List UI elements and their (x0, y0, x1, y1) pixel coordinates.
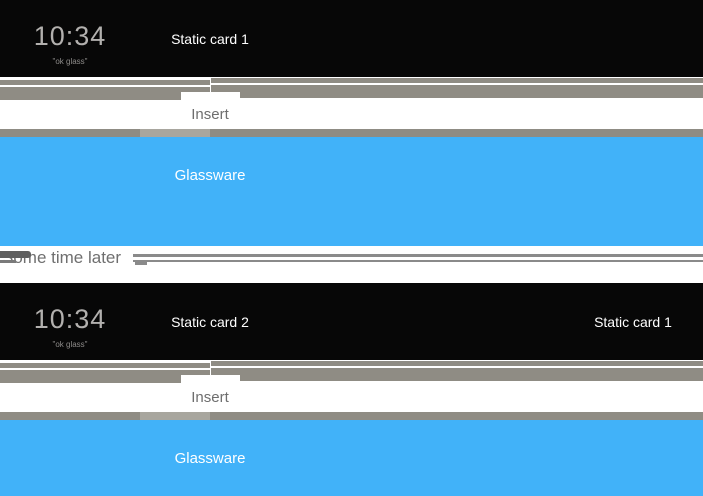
scene-after: 10:34 "ok glass" Static card 2 Static ca… (0, 283, 703, 496)
insert-strip: Insert (0, 100, 703, 129)
insert-label: Insert (191, 389, 229, 406)
insert-notch (181, 92, 240, 100)
divider-stub-line-2 (0, 260, 16, 263)
insert-label: Insert (191, 106, 229, 123)
timeline-bar-bottom-right (210, 412, 703, 420)
timeline-bar-bottom-left (0, 129, 140, 137)
divider-rule-dash (135, 262, 147, 265)
insert-notch (181, 375, 240, 383)
glassware-card: Glassware (0, 137, 703, 246)
timeline-strip: 10:34 "ok glass" Static card 2 Static ca… (0, 283, 703, 360)
timeline-bar-medium-left (0, 370, 210, 383)
divider-stub-line (0, 251, 31, 258)
timeline-bar-thin-left (0, 80, 210, 85)
timeline-bar-thin-right (211, 361, 703, 366)
timeline-bar-medium-left (0, 87, 210, 100)
inserted-slot-segment (140, 129, 210, 137)
static-card-1-label: Static card 1 (594, 313, 672, 330)
timeline-bar-thin-left (0, 363, 210, 368)
timeline-strip: 10:34 "ok glass" Static card 1 (0, 0, 703, 77)
glassware-card: Glassware (0, 420, 703, 496)
clock-text: 10:34 (33, 304, 107, 334)
hotword-text: "ok glass" (52, 340, 88, 349)
divider-rule-top (133, 254, 703, 257)
hotword-text: "ok glass" (52, 57, 88, 66)
timeline-bar-medium-right (211, 85, 703, 98)
timeline-bar-bottom-left (0, 412, 140, 420)
divider-label: Some time later (2, 248, 122, 267)
static-card-2-label: Static card 2 (171, 313, 249, 330)
clock-text: 10:34 (33, 21, 107, 51)
inserted-slot-segment (140, 412, 210, 420)
timeline-bar-thin-right (211, 78, 703, 83)
timeline-bar-medium-right (211, 368, 703, 381)
glassware-label: Glassware (174, 166, 246, 184)
divider-rule-bottom (133, 260, 703, 262)
home-card: 10:34 "ok glass" (0, 0, 140, 77)
insert-strip: Insert (0, 383, 703, 412)
glassware-label: Glassware (174, 449, 246, 467)
static-card-1-label: Static card 1 (171, 30, 249, 47)
scene-before: 10:34 "ok glass" Static card 1 Insert Gl… (0, 0, 703, 246)
home-card: 10:34 "ok glass" (0, 283, 140, 360)
timeline-bar-bottom-right (210, 129, 703, 137)
